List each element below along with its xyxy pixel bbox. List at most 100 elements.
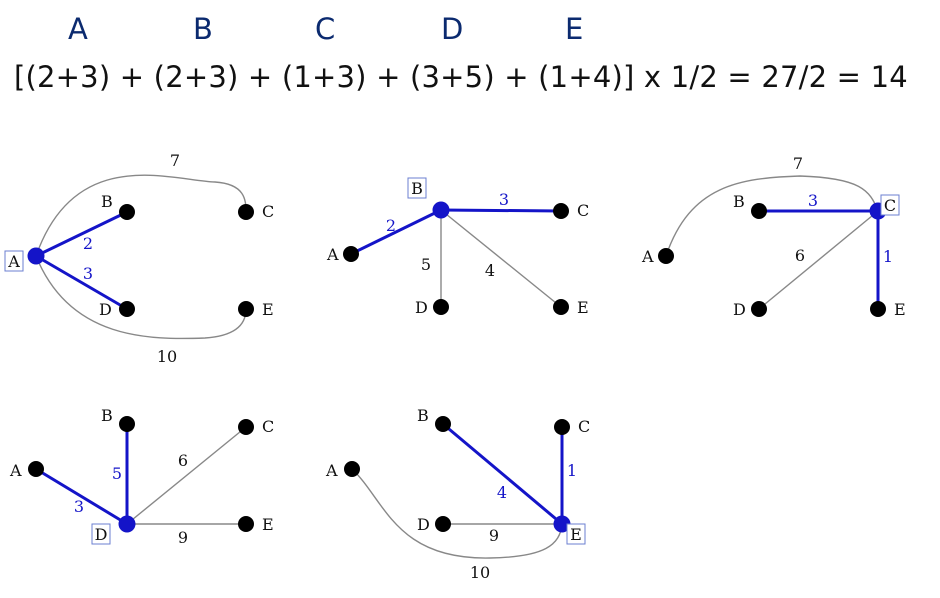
edge-weight-c-b: 3 [808, 191, 818, 210]
graph-e: 4 1 9 10 A B C D E [325, 406, 590, 582]
node-b [435, 416, 451, 432]
edge-weight-d-a: 3 [74, 497, 84, 516]
node-label-c: C [262, 202, 274, 221]
edge-weight-e-b: 4 [497, 483, 507, 502]
node-label-a: A [9, 461, 22, 480]
header-letter-d: D [441, 12, 464, 46]
node-label-b: B [101, 406, 113, 425]
node-a [28, 461, 44, 477]
node-label-c: C [884, 196, 896, 215]
node-label-box-a [4, 250, 24, 272]
node-label-a: A [326, 245, 339, 264]
node-label-b: B [417, 406, 429, 425]
node-a [658, 248, 674, 264]
node-label-e: E [262, 515, 274, 534]
node-d [433, 299, 449, 315]
edge-weight-e-a: 10 [470, 563, 490, 582]
edge-weight-c-a: 7 [793, 154, 803, 173]
header-letter-e: E [565, 12, 584, 46]
edge-b-a [350, 208, 442, 256]
node-c [238, 204, 254, 220]
node-a [27, 247, 45, 265]
node-e [553, 299, 569, 315]
node-label-a: A [325, 461, 338, 480]
vertex-header: A B C D E [0, 0, 940, 60]
edge-weight-a-b: 2 [83, 234, 93, 253]
graph-c: 3 1 7 6 A B C D E [641, 154, 906, 319]
edge-weight-c-d: 6 [795, 246, 805, 265]
edge-weight-a-e: 10 [157, 347, 177, 366]
edge-weight-a-d: 3 [83, 264, 93, 283]
node-e [553, 515, 571, 533]
node-d [751, 301, 767, 317]
node-label-e: E [894, 300, 906, 319]
edge-d-c [126, 426, 247, 525]
header-letter-b: B [193, 12, 213, 46]
edge-c-a [665, 175, 879, 257]
node-c [553, 203, 569, 219]
edge-b-e [440, 209, 562, 308]
edge-e-b [442, 422, 563, 526]
node-c [554, 419, 570, 435]
node-label-e: E [577, 298, 589, 317]
node-label-a: A [641, 247, 654, 266]
node-label-b: B [411, 179, 423, 198]
node-label-d: D [415, 298, 428, 317]
edge-weight-d-e: 9 [178, 528, 188, 547]
node-label-e: E [262, 300, 274, 319]
header-letter-c: C [315, 12, 336, 46]
edge-a-e [35, 255, 247, 340]
edge-weight-b-a: 2 [386, 216, 396, 235]
degree-sum-formula: [(2+3) + (2+3) + (1+3) + (3+5) + (1+4)] … [14, 60, 908, 94]
node-label-box-d [91, 523, 111, 545]
graph-b: 2 3 5 4 A B C D E [326, 177, 589, 317]
node-label-box-b [407, 177, 427, 199]
node-label-box-e [566, 523, 586, 545]
node-e [238, 301, 254, 317]
edge-weight-d-b: 5 [112, 464, 122, 483]
edge-b-c [440, 208, 562, 213]
node-label-d: D [733, 300, 746, 319]
node-d [435, 516, 451, 532]
graph-a: 2 3 7 10 A B C D E [4, 151, 274, 366]
node-label-a: A [7, 252, 20, 271]
node-b [119, 204, 135, 220]
node-b [119, 416, 135, 432]
edge-weight-b-e: 4 [485, 261, 495, 280]
node-label-b: B [101, 192, 113, 211]
node-label-box-c [880, 194, 900, 216]
node-b [751, 203, 767, 219]
edge-a-b [35, 210, 128, 258]
edge-weight-e-c: 1 [567, 461, 577, 480]
node-d [118, 515, 136, 533]
node-label-d: D [95, 525, 108, 544]
node-b [432, 201, 450, 219]
node-label-c: C [577, 201, 589, 220]
node-label-c: C [578, 417, 590, 436]
node-label-b: B [733, 192, 745, 211]
node-e [238, 516, 254, 532]
node-label-d: D [99, 300, 112, 319]
node-label-e: E [570, 525, 582, 544]
node-a [343, 246, 359, 262]
header-letter-a: A [68, 12, 88, 46]
edge-weight-d-c: 6 [178, 451, 188, 470]
edge-e-a [351, 468, 563, 559]
edge-weight-a-c: 7 [170, 151, 180, 170]
edge-weight-b-c: 3 [499, 190, 509, 209]
edge-a-c [35, 174, 247, 257]
graph-d: 3 5 6 9 A B C D E [9, 406, 274, 547]
node-label-c: C [262, 417, 274, 436]
edge-weight-e-d: 9 [489, 526, 499, 545]
edge-weight-c-e: 1 [883, 247, 893, 266]
edge-weight-b-d: 5 [421, 255, 431, 274]
edge-d-a [35, 467, 128, 526]
edge-c-d [758, 210, 879, 310]
node-label-d: D [417, 515, 430, 534]
edge-a-d [35, 254, 128, 311]
node-e [870, 301, 886, 317]
node-c [238, 419, 254, 435]
node-a [344, 461, 360, 477]
node-d [119, 301, 135, 317]
